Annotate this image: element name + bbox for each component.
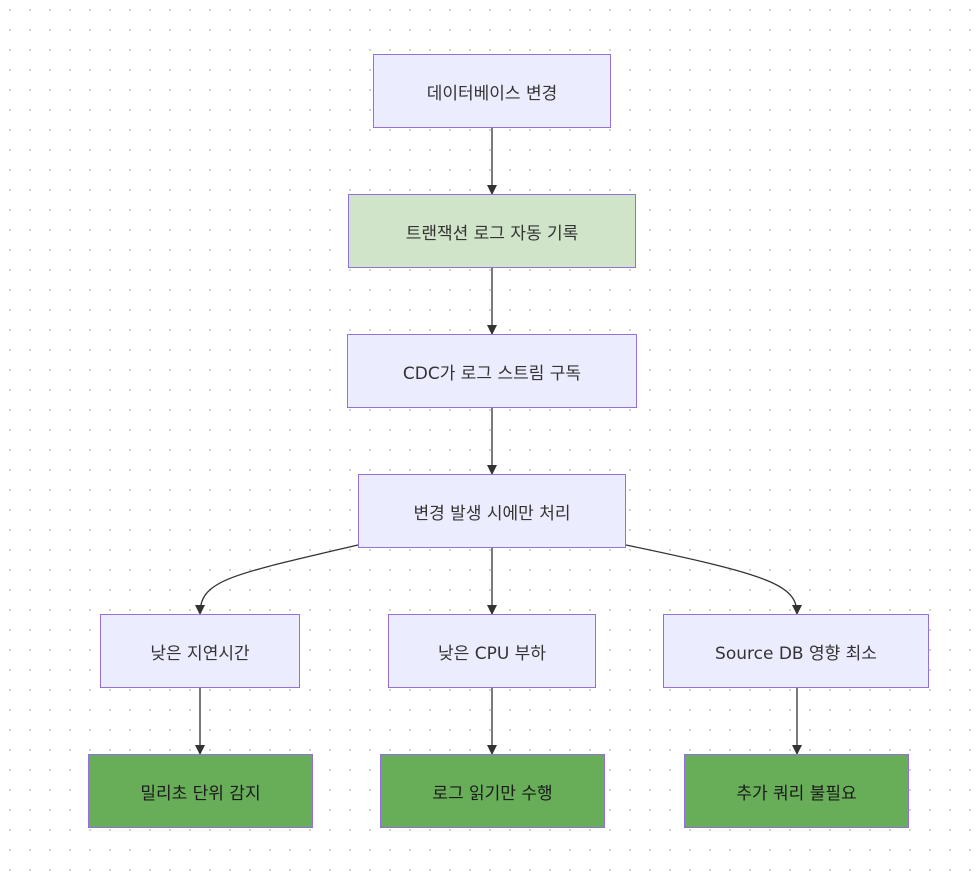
node-low-latency-label: 낮은 지연시간	[150, 643, 250, 664]
edge-process-to-source-db	[625, 544, 802, 615]
node-min-source-impact: Source DB 영향 최소	[663, 614, 929, 688]
node-no-extra-query: 추가 쿼리 불필요	[684, 754, 909, 828]
node-txn-log: 트랜잭션 로그 자동 기록	[348, 194, 636, 268]
node-process-on-change-label: 변경 발생 시에만 처리	[413, 503, 571, 524]
node-low-latency: 낮은 지연시간	[100, 614, 300, 688]
node-log-read-only-label: 로그 읽기만 수행	[432, 783, 553, 804]
node-min-source-impact-label: Source DB 영향 최소	[715, 643, 877, 664]
node-process-on-change: 변경 발생 시에만 처리	[358, 474, 626, 548]
node-no-extra-query-label: 추가 쿼리 불필요	[736, 783, 857, 804]
edge-process-to-low-latency	[195, 544, 359, 615]
node-txn-log-label: 트랜잭션 로그 자동 기록	[405, 223, 579, 244]
node-cdc-subscribe: CDC가 로그 스트림 구독	[347, 334, 637, 408]
node-db-change-label: 데이터베이스 변경	[426, 83, 558, 104]
node-db-change: 데이터베이스 변경	[373, 54, 611, 128]
node-cdc-subscribe-label: CDC가 로그 스트림 구독	[402, 363, 582, 384]
node-low-cpu: 낮은 CPU 부하	[388, 614, 596, 688]
node-log-read-only: 로그 읽기만 수행	[380, 754, 605, 828]
node-ms-detection: 밀리초 단위 감지	[88, 754, 313, 828]
node-ms-detection-label: 밀리초 단위 감지	[140, 783, 261, 804]
node-low-cpu-label: 낮은 CPU 부하	[438, 643, 546, 664]
